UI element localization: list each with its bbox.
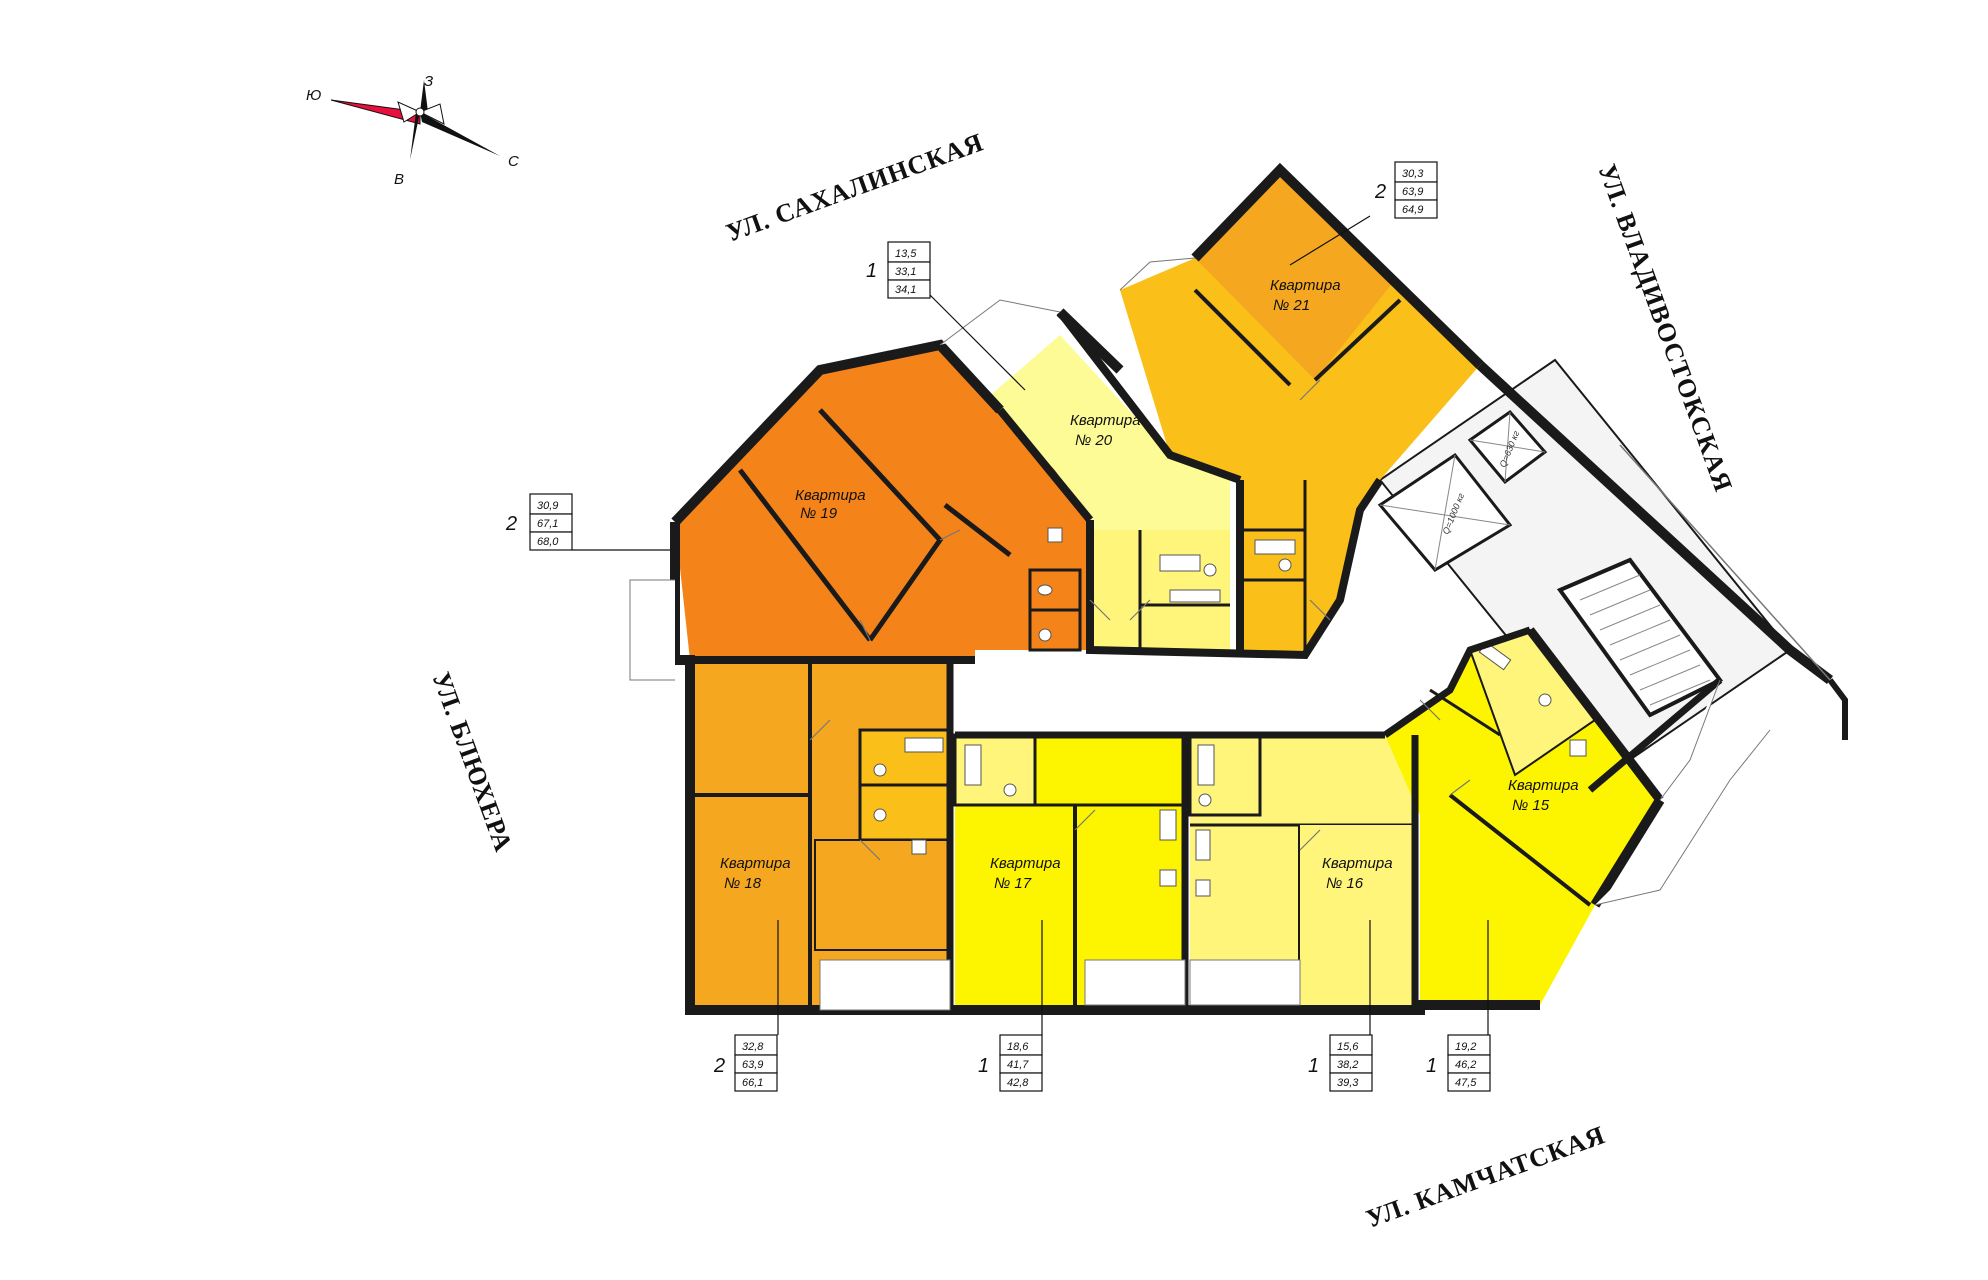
apartment-15-area-box: 1 19,2 46,2 47,5 (1426, 920, 1491, 1092)
outer-walls (629, 162, 1848, 1015)
compass-east-label: В (394, 171, 404, 188)
apartment-16-area-box: 1 15,6 38,2 39,3 (1308, 920, 1373, 1092)
apartment-20-area-total: 33,1 (895, 266, 916, 278)
compass-west-label: З (424, 73, 433, 90)
apartment-18-area-living: 32,8 (742, 1041, 764, 1053)
apartment-15-area-living: 19,2 (1455, 1041, 1476, 1053)
apartment-19-area-total: 67,1 (537, 518, 558, 530)
apartment-19-area-box: 2 30,9 67,1 68,0 (505, 493, 670, 551)
apartment-15-area-total: 46,2 (1455, 1059, 1476, 1071)
apartment-21-area-living: 30,3 (1402, 168, 1424, 180)
apartment-16-rooms: 1 (1308, 1055, 1319, 1077)
apartment-20-label-line2: № 20 (1075, 432, 1113, 449)
apartment-21[interactable]: Квартира № 21 (1120, 170, 1480, 655)
apartment-21-area-box: 2 30,3 63,9 64,9 (1289, 161, 1438, 266)
apartment-20[interactable]: Квартира № 20 (985, 335, 1230, 650)
apartment-21-rooms: 2 (1374, 181, 1386, 203)
apartment-20-area-living: 13,5 (895, 248, 917, 260)
apartment-15-label-line1: Квартира (1508, 777, 1579, 794)
apartment-20-area-box: 1 13,5 33,1 34,1 (866, 241, 1026, 391)
apartment-17-area-living: 18,6 (1007, 1041, 1029, 1053)
apartment-21-fill (1120, 170, 1480, 655)
apartment-20-rooms: 1 (866, 260, 877, 282)
apartment-16-label-line1: Квартира (1322, 855, 1393, 872)
apartment-17-label-line1: Квартира (990, 855, 1061, 872)
compass-north-label: С (508, 153, 519, 170)
apartment-17-rooms: 1 (978, 1055, 989, 1077)
apartment-20-label-line1: Квартира (1070, 412, 1141, 429)
apartment-19-fill (675, 345, 1090, 660)
street-sakhalinskaya: УЛ. САХАЛИНСКАЯ (722, 127, 987, 247)
apartment-15-rooms: 1 (1426, 1055, 1437, 1077)
apartment-17-label-line2: № 17 (994, 875, 1032, 892)
apartment-15-area-full: 47,5 (1455, 1077, 1477, 1089)
apartment-19-label-line1: Квартира (795, 487, 866, 504)
apartment-18-label-line1: Квартира (720, 855, 791, 872)
apartment-19-label-line2: № 19 (800, 505, 838, 522)
apartment-16-area-total: 38,2 (1337, 1059, 1358, 1071)
stair-elevator-core: Q=1000 кг Q=630 кг (1377, 409, 1724, 718)
apartment-18-area-box: 2 32,8 63,9 66,1 (713, 920, 779, 1092)
apartment-18-area-total: 63,9 (742, 1059, 763, 1071)
apartment-16-label-line2: № 16 (1326, 875, 1364, 892)
apartment-17-area-box: 1 18,6 41,7 42,8 (978, 920, 1043, 1092)
apartment-16-area-living: 15,6 (1337, 1041, 1359, 1053)
apartment-21-area-total: 63,9 (1402, 186, 1423, 198)
door-swings (809, 379, 1471, 861)
apartment-18[interactable]: Квартира № 18 (690, 660, 952, 1010)
apartment-21-label-line1: Квартира (1270, 277, 1341, 294)
apartment-15-label-line2: № 15 (1512, 797, 1550, 814)
apartment-21-area-full: 64,9 (1402, 204, 1423, 216)
apartment-19-area-living: 30,9 (537, 500, 558, 512)
apartment-19-area-full: 68,0 (537, 536, 559, 548)
apartment-17-area-total: 41,7 (1007, 1059, 1029, 1071)
apartment-17-area-full: 42,8 (1007, 1077, 1029, 1089)
apartment-20-area-full: 34,1 (895, 284, 916, 296)
compass-rose: Ю З С В (306, 73, 519, 188)
street-blyukhera: УЛ. БЛЮХЕРА (426, 668, 518, 856)
apartment-18-label-line2: № 18 (724, 875, 762, 892)
compass-south-label: Ю (306, 87, 321, 104)
street-kamchatskaya: УЛ. КАМЧАТСКАЯ (1362, 1120, 1609, 1234)
apartment-19-rooms: 2 (505, 513, 517, 535)
apartment-16-area-full: 39,3 (1337, 1077, 1359, 1089)
apartment-21-label-line2: № 21 (1273, 297, 1310, 314)
apartment-18-rooms: 2 (713, 1055, 725, 1077)
apartment-15[interactable]: Квартира № 15 (1385, 628, 1660, 1005)
apartment-18-area-full: 66,1 (742, 1077, 763, 1089)
